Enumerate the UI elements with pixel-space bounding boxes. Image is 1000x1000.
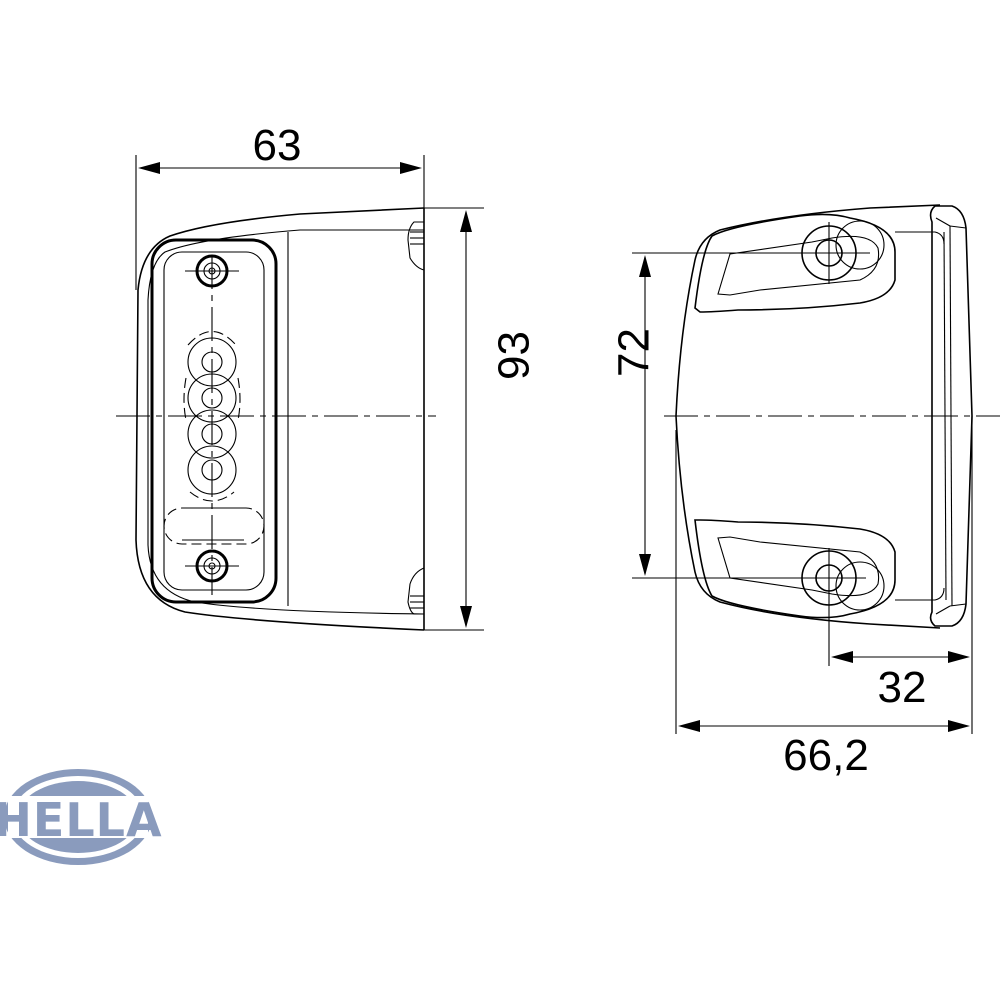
dimension-label-32: 32 [878,663,927,712]
side-flange [929,205,973,627]
front-housing-outline [135,207,425,631]
reflector-window [163,507,265,545]
screw-bottom-icon [185,549,239,583]
dimension-66-2: 66,2 [675,430,970,780]
led-array [183,331,241,502]
lens-inner [163,251,265,591]
side-view [664,204,1000,666]
dimension-label-93: 93 [490,331,539,380]
dimension-72: 72 [610,252,870,579]
hella-logo-text: HELLA [0,793,163,847]
hella-logo: HELLA [0,769,163,865]
dimension-label-66-2: 66,2 [783,731,869,780]
front-view [116,207,436,631]
dimension-93: 93 [424,207,539,631]
bottom-tab [407,567,425,615]
dimension-63: 63 [135,121,425,290]
dimension-label-72: 72 [610,328,659,377]
lens-frame [150,238,278,604]
front-housing-inner [147,229,425,615]
top-tab [407,221,425,271]
screw-top-icon [185,254,239,288]
dimension-label-63: 63 [253,121,302,170]
dimension-32: 32 [831,416,973,734]
